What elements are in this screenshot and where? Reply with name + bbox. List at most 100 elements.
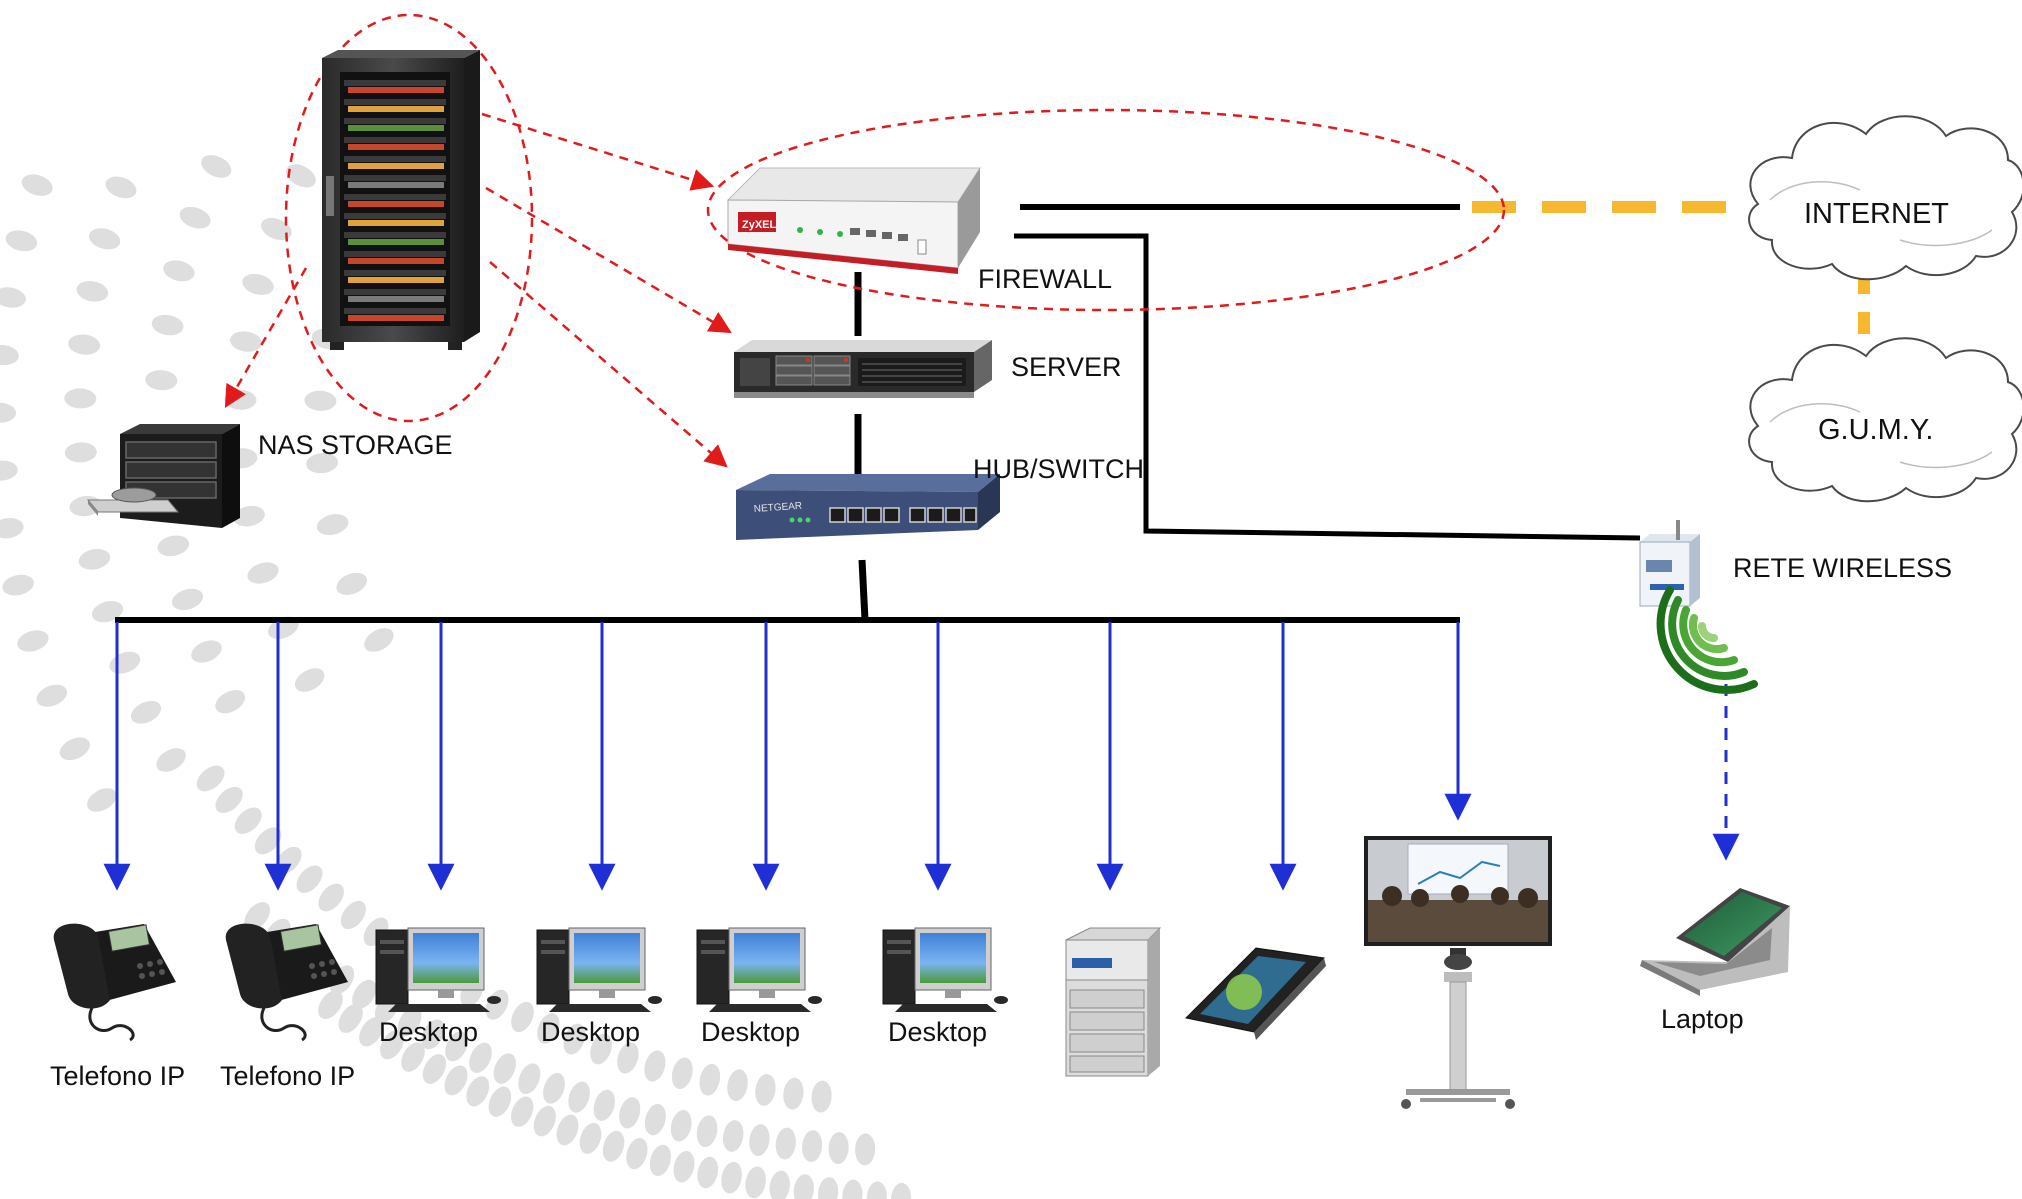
- background-dot: [696, 1115, 718, 1148]
- background-dot: [0, 402, 16, 423]
- background-dot: [722, 1120, 744, 1152]
- background-dot: [626, 1138, 648, 1170]
- ip-phone-icon: [53, 923, 176, 1042]
- background-dot: [466, 1076, 490, 1107]
- background-dot: [842, 1179, 863, 1199]
- desktop-computer-icon: [882, 927, 1008, 1012]
- background-dot: [296, 865, 323, 893]
- multifunction-printer-icon: [1065, 927, 1162, 1077]
- background-dot: [671, 1057, 693, 1090]
- background-dot: [215, 690, 246, 714]
- wireless-label: RETE WIRELESS: [1733, 553, 1953, 583]
- background-dot: [0, 344, 19, 366]
- background-dot: [783, 1077, 804, 1110]
- wifi-signal-icon: [1656, 586, 1758, 694]
- background-dot: [811, 1080, 832, 1113]
- background-dot: [340, 900, 366, 930]
- background-dot: [421, 1019, 445, 1050]
- cable-links: [115, 201, 1870, 623]
- gumy-label: G.U.M.Y.: [1818, 414, 1934, 446]
- background-dot: [602, 1130, 625, 1162]
- background-dot: [828, 1132, 849, 1165]
- smartphone-icon: [1184, 947, 1326, 1040]
- desktop-label: Desktop: [379, 1017, 479, 1047]
- network-switch-icon: NETGEAR: [736, 474, 1000, 540]
- background-dot: [445, 1031, 469, 1062]
- desktop-label: Desktop: [541, 1017, 641, 1047]
- background-dot: [649, 1144, 671, 1177]
- background-dot: [568, 1081, 590, 1113]
- rack-links: [224, 112, 732, 468]
- background-dot: [727, 1069, 748, 1102]
- background-dot: [230, 331, 262, 352]
- background-dot: [699, 1063, 721, 1096]
- background-dot: [380, 1030, 404, 1060]
- background-dot: [130, 700, 162, 724]
- nas-storage-icon: [86, 424, 240, 528]
- background-dot: [563, 1023, 586, 1055]
- background-dot: [793, 1174, 814, 1199]
- background-dot: [593, 1089, 615, 1121]
- background-dot: [0, 518, 24, 539]
- background-dot: [745, 1166, 766, 1199]
- background-dot: [775, 1127, 796, 1160]
- background-dot: [109, 651, 141, 674]
- desktop-label: Desktop: [701, 1017, 801, 1047]
- background-dot: [233, 505, 265, 527]
- desktop-computer-icon: [536, 927, 662, 1012]
- ip-phone-label: Telefono IP: [220, 1061, 356, 1091]
- background-dot: [749, 1124, 770, 1157]
- background-dot: [64, 388, 97, 409]
- background-dot: [201, 155, 232, 178]
- background-dot: [401, 1042, 425, 1072]
- background-dot: [0, 460, 18, 481]
- background-dot: [17, 630, 49, 652]
- background-dot: [537, 1013, 560, 1044]
- background-dot: [336, 572, 368, 595]
- background-dot: [254, 827, 282, 855]
- background-dot: [64, 442, 97, 463]
- background-dot: [5, 230, 38, 252]
- background-dot: [444, 1065, 468, 1096]
- background-dot: [673, 1151, 695, 1183]
- background-dot: [891, 1182, 912, 1199]
- background-dot: [644, 1103, 666, 1136]
- background-dot: [397, 1006, 422, 1037]
- nas-storage-label: NAS STORAGE: [258, 430, 453, 460]
- firewall-appliance-icon: ZyXEL: [726, 167, 981, 274]
- background-dot: [191, 640, 222, 663]
- background-dot: [157, 535, 190, 557]
- background-dot: [242, 273, 274, 295]
- background-dot: [304, 390, 337, 411]
- background-dot: [156, 748, 186, 772]
- background-dot: [215, 786, 243, 813]
- background-dot: [163, 260, 195, 282]
- background-dot: [91, 600, 124, 623]
- background-dot: [866, 1181, 887, 1199]
- rack-server-icon: [734, 340, 992, 398]
- laptop-label: Laptop: [1661, 1004, 1744, 1034]
- lan-drops: [103, 622, 1740, 891]
- video-conference-icon: [1364, 836, 1552, 1109]
- background-dot: [422, 1054, 447, 1084]
- background-dot: [2, 574, 34, 596]
- internet-label: INTERNET: [1804, 198, 1949, 230]
- background-dot: [352, 979, 377, 1009]
- laptop-icon: [1640, 888, 1790, 996]
- desktop-computer-icon: [375, 927, 501, 1012]
- server-label: SERVER: [1011, 352, 1122, 382]
- background-dot: [247, 562, 279, 584]
- background-dot: [590, 1033, 612, 1065]
- background-dot: [76, 281, 109, 302]
- background-dot: [511, 1096, 534, 1127]
- background-dot: [268, 616, 299, 639]
- desktop-label: Desktop: [888, 1017, 988, 1047]
- background-dot: [36, 684, 68, 707]
- background-dot: [275, 846, 302, 874]
- ip-phone-icon: [225, 923, 348, 1042]
- svg-text:NETGEAR: NETGEAR: [753, 501, 802, 515]
- background-dot: [21, 174, 53, 196]
- desktop-computer-icon: [696, 927, 822, 1012]
- background-dot: [196, 765, 225, 792]
- hub-switch-label: HUB/SWITCH: [973, 454, 1144, 484]
